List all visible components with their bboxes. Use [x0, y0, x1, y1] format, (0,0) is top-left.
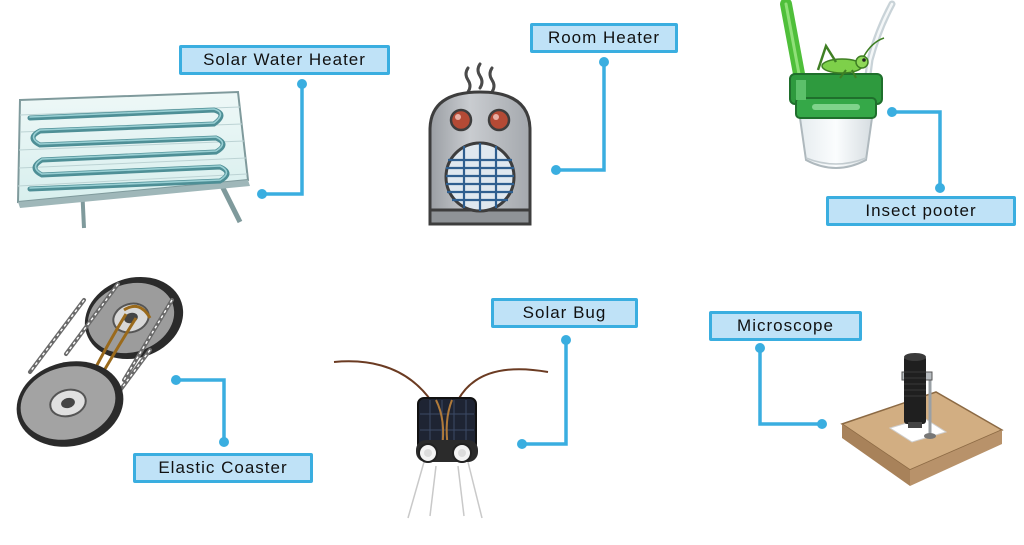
label-room-heater: Room Heater	[530, 23, 678, 53]
connector-solar-water-heater	[262, 84, 304, 196]
label-solar-bug: Solar Bug	[491, 298, 638, 328]
connector-dots	[171, 57, 945, 449]
connector-microscope	[758, 348, 822, 426]
connector-insect-pooter	[892, 110, 942, 188]
elastic-coaster-illustration	[16, 276, 184, 447]
label-microscope: Microscope	[709, 311, 862, 341]
microscope-illustration	[840, 353, 1004, 486]
solar-water-heater-illustration	[16, 90, 250, 229]
label-solar-water-heater: Solar Water Heater	[179, 45, 390, 75]
label-insect-pooter: Insect pooter	[826, 196, 1016, 226]
room-heater-illustration	[428, 62, 532, 226]
connector-elastic-coaster	[176, 378, 226, 442]
label-elastic-coaster: Elastic Coaster	[133, 453, 313, 483]
connector-solar-bug	[522, 340, 568, 446]
insect-pooter-illustration	[780, 0, 896, 169]
solar-bug-illustration	[333, 360, 549, 519]
connector-lines	[176, 62, 942, 446]
connector-room-heater	[556, 62, 606, 172]
